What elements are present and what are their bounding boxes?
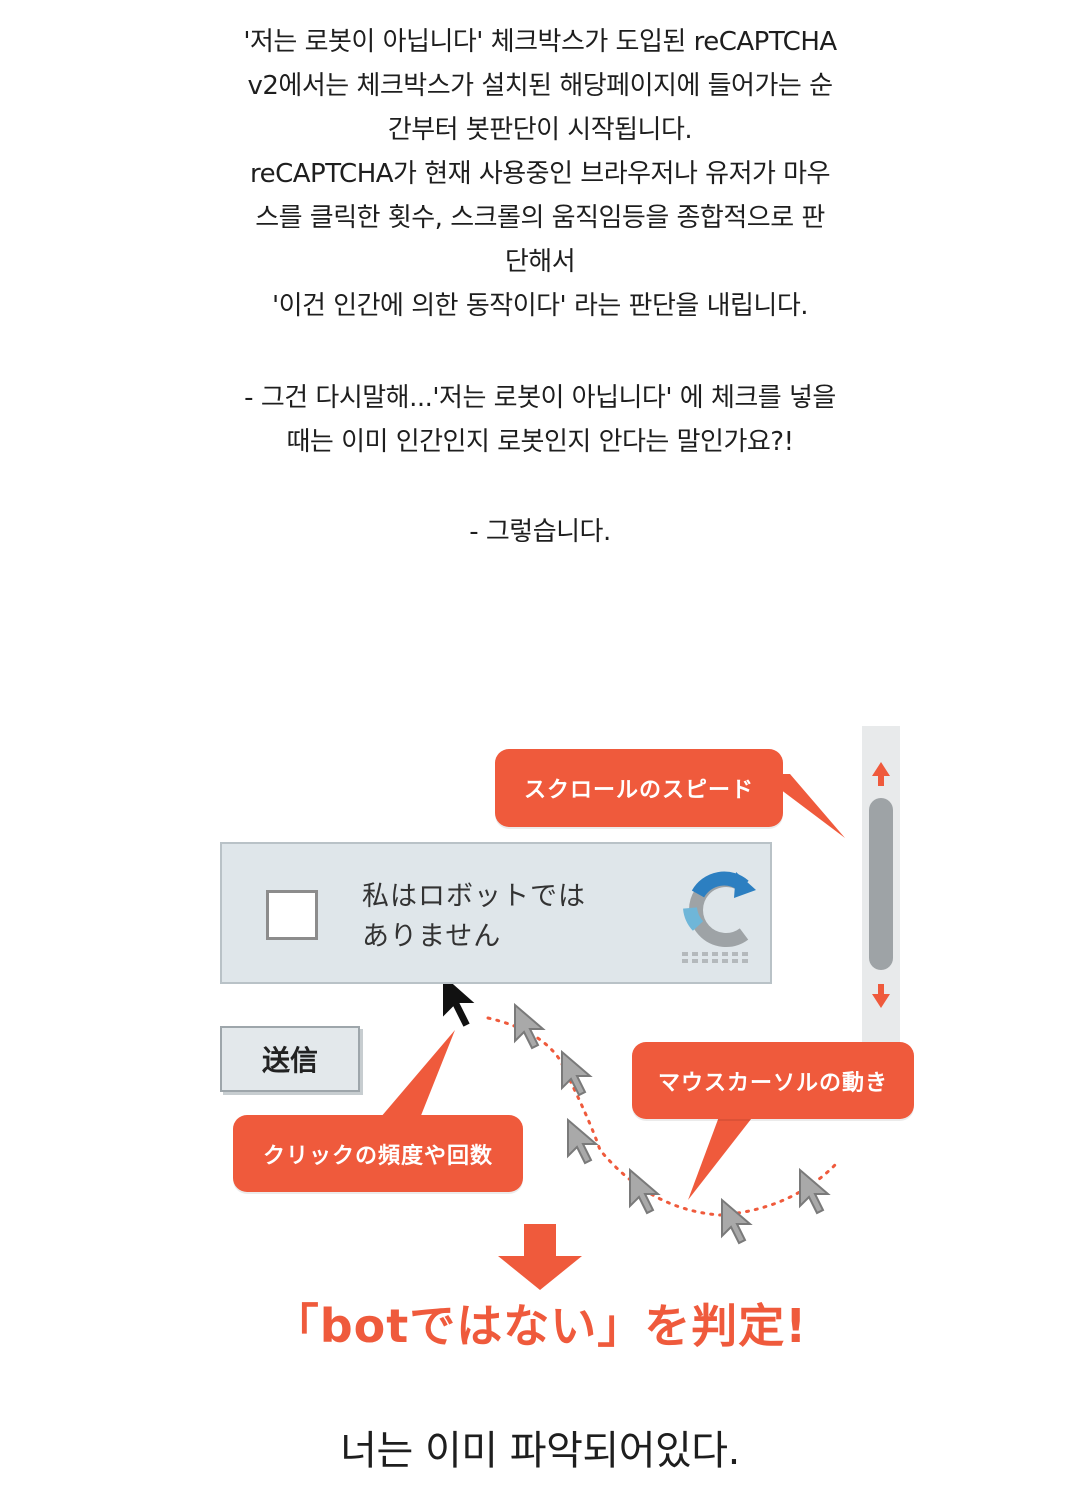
scrollbar-graphic	[869, 762, 893, 1008]
text-line: 때는 이미 인간인지 로봇인지 안다는 말인가요?!	[286, 427, 794, 457]
answer-paragraph: - 그렇습니다.	[200, 510, 880, 554]
text-line: 간부터 봇판단이 시작됩니다.	[387, 115, 693, 145]
callout-tail-click	[380, 1030, 455, 1118]
diagram-overlay	[380, 774, 845, 1290]
question-paragraph: - 그건 다시말해...'저는 로봇이 아닙니다' 에 체크를 넣을 때는 이미…	[200, 376, 880, 464]
scrollbar[interactable]	[862, 726, 900, 1044]
recaptcha-logo-icon	[682, 871, 756, 963]
text-line: - 그렇습니다.	[469, 517, 611, 547]
scrollbar-thumb	[869, 798, 893, 970]
intro-paragraph: '저는 로봇이 아닙니다' 체크박스가 도입된 reCAPTCHA v2에서는 …	[200, 20, 880, 328]
closing-text: 너는 이미 파악되어있다.	[340, 1428, 740, 1474]
text-line: '저는 로봇이 아닙니다' 체크박스가 도입된 reCAPTCHA	[243, 27, 837, 57]
text-line: 스를 클릭한 횟수, 스크롤의 움직임등을 종합적으로 판	[255, 203, 825, 233]
callout-scroll-speed: スクロールのスピード	[495, 749, 783, 827]
captcha-label: ありません	[362, 921, 502, 952]
cursor-arrow-icon	[514, 1002, 546, 1050]
recaptcha-diagram: スクロールのスピード マウスカーソルの動き クリックの頻度や回数 私はロボットで…	[0, 700, 1080, 1380]
text-line: - 그건 다시말해...'저는 로봇이 아닙니다' 에 체크를 넣을	[244, 383, 836, 413]
cursor-arrow-icon	[721, 1197, 753, 1245]
bot-verdict-heading: 「botではない」を判定!	[272, 1299, 808, 1353]
text-line: v2에서는 체크박스가 설치된 해당페이지에 들어가는 순	[247, 71, 834, 101]
text-line: '이건 인간에 의한 동작이다' 라는 판단을 내립니다.	[271, 291, 809, 321]
checkbox-icon[interactable]	[266, 890, 318, 940]
callout-tail-mouse	[688, 1114, 755, 1200]
cursor-arrow-icon	[441, 970, 480, 1030]
cursor-arrow-icon	[629, 1167, 661, 1215]
cursor-arrow-icon	[561, 1049, 593, 1097]
cursor-arrow-icon	[799, 1167, 831, 1215]
submit-button[interactable]: 送信	[220, 1026, 360, 1092]
scroll-up-arrow-icon	[872, 762, 890, 786]
callout-click-frequency: クリックの頻度や回数	[233, 1115, 523, 1192]
cursor-arrow-icon	[567, 1117, 599, 1165]
recaptcha-widget: 私はロボットでは ありません	[220, 842, 772, 984]
scroll-down-arrow-icon	[872, 984, 890, 1008]
captcha-label: 私はロボットでは	[362, 881, 586, 912]
trail-cursors	[514, 1002, 831, 1245]
text-line: reCAPTCHA가 현재 사용중인 브라우저나 유저가 마우	[249, 159, 831, 189]
callout-mouse-movement: マウスカーソルの動き	[632, 1042, 914, 1119]
down-arrow-icon	[498, 1224, 582, 1290]
text-line: 단해서	[504, 247, 576, 277]
mouse-trail	[486, 1016, 837, 1217]
